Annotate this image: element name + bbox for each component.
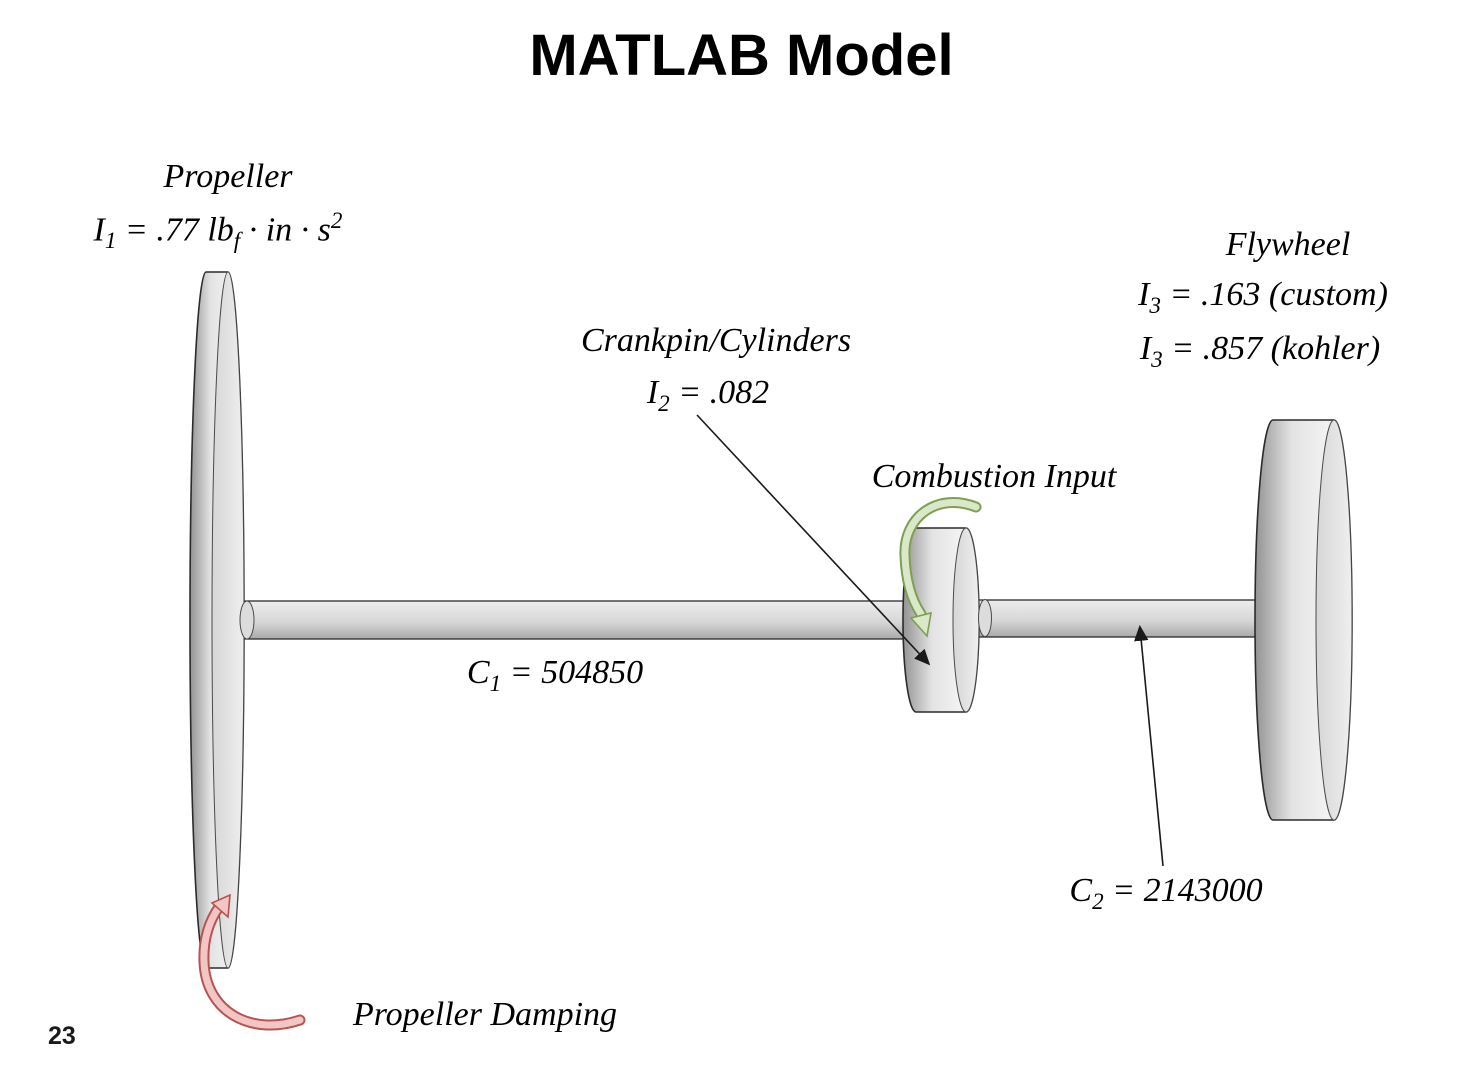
- flywheel-disk: [1254, 419, 1353, 821]
- shaft-2-end-cap: [978, 599, 992, 637]
- combustion-input-label: Combustion Input: [871, 458, 1117, 495]
- shaft-1-end-cap: [239, 600, 255, 640]
- flywheel-label: Flywheel: [1225, 226, 1351, 263]
- c2-stiffness-label: C2 = 2143000: [1069, 872, 1263, 915]
- damping-arrow: [198, 893, 306, 1031]
- crankpin-disk: [902, 527, 980, 713]
- c2-pointer-line: [1134, 624, 1164, 867]
- shaft-2: [959, 599, 1271, 638]
- flywheel-inertia-kohler-label: I3 = .857 (kohler): [1139, 330, 1381, 373]
- flywheel-inertia-custom-label: I3 = .163 (custom): [1138, 276, 1388, 319]
- combustion-input-arrow: [899, 497, 982, 638]
- crankpin-label: Crankpin/Cylinders: [580, 322, 852, 359]
- shaft-1: [224, 600, 926, 640]
- propeller-damping-label: Propeller Damping: [352, 996, 618, 1033]
- propeller-inertia-label: I1 = .77 lbf · in · s2: [93, 208, 343, 255]
- page-number: 23: [48, 1022, 76, 1050]
- propeller-label: Propeller: [163, 158, 293, 195]
- c1-stiffness-label: C1 = 504850: [466, 654, 644, 697]
- crankpin-pointer-line: [696, 414, 931, 666]
- slide-title: MATLAB Model: [529, 23, 954, 88]
- propeller-disk: [189, 271, 245, 969]
- crankpin-inertia-label: I2 = .082: [646, 374, 770, 417]
